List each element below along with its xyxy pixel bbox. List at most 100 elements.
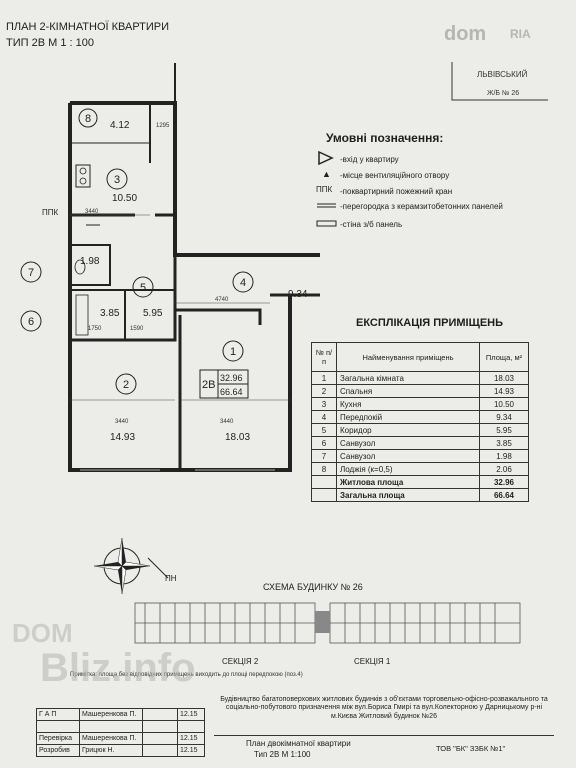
dim-1295: 1295 <box>156 123 170 129</box>
stamp-label: Ж/Б № 26 <box>487 90 520 97</box>
room-number-2: 2 <box>123 379 129 391</box>
stamp-name: Машеренкова П. <box>79 708 143 721</box>
scheme-section-1: СЕКЦІЯ 1 <box>354 657 391 666</box>
plan-title: ПЛАН 2-КІМНАТНОЇ КВАРТИРИ <box>6 21 170 33</box>
row-area: 18.03 <box>479 371 529 385</box>
dim-corridor-1590: 1590 <box>130 326 144 332</box>
explication-header-row: № п/п Найменування приміщень Площа, м² <box>311 342 529 372</box>
row-no: 8 <box>311 462 337 476</box>
vent-icon: ▲ <box>322 169 331 179</box>
row-name: Лоджія (к=0,5) <box>336 462 480 476</box>
domria-dom-text: dom <box>444 23 487 45</box>
legend-title: Умовні позначення: <box>326 131 444 145</box>
scheme-section-2: СЕКЦІЯ 2 <box>222 657 259 666</box>
row-area: 5.95 <box>479 423 529 437</box>
domria-ria-text: RIA <box>510 27 531 41</box>
room-number-7: 7 <box>28 267 34 279</box>
room-number-5: 5 <box>140 282 146 294</box>
area-room-8: 4.12 <box>110 120 130 131</box>
scheme-title: СХЕМА БУДИНКУ № 26 <box>263 582 363 592</box>
compass-north-label: ПН <box>165 574 177 583</box>
area-room-1: 18.03 <box>225 432 250 443</box>
stamp-role: Перевірка <box>36 732 80 745</box>
legend-item-concrete-wall: -стіна з/б панель <box>340 220 403 229</box>
stamp-name: Машеренкова П. <box>79 732 143 745</box>
total-area-label: Загальна площа <box>336 488 480 502</box>
room-number-1: 1 <box>230 346 236 358</box>
row-no: 1 <box>311 371 337 385</box>
legend-item-vent: -місце вентиляційного отвору <box>340 171 450 180</box>
explication-table: № п/п Найменування приміщень Площа, м² 1… <box>311 342 529 502</box>
row-area: 3.85 <box>479 436 529 450</box>
col-area-header: Площа, м² <box>479 342 529 372</box>
area-room-6: 3.85 <box>100 308 120 319</box>
plan-subtitle: ТИП 2В М 1 : 100 <box>6 37 94 49</box>
row-area: 14.93 <box>479 384 529 398</box>
dim-living-width: 3440 <box>220 419 234 425</box>
stamp-name: Грицюк Н. <box>79 744 143 757</box>
room-number-3: 3 <box>114 174 120 186</box>
legend-item-partition: -перегородка з керамзитобетонних панелей <box>340 202 503 211</box>
dim-kitchen-width: 3440 <box>85 209 99 215</box>
row-area: 2.06 <box>479 462 529 476</box>
sheet-subtitle: Тип 2В М 1:100 <box>254 750 311 759</box>
area-room-7: 1.98 <box>80 256 100 267</box>
apt-total-area: 66.64 <box>220 387 243 397</box>
col-no-header: № п/п <box>311 342 337 372</box>
row-name: Загальна кімната <box>336 371 480 385</box>
dim-hall-4740: 4740 <box>215 297 229 303</box>
area-room-3: 10.50 <box>112 193 137 204</box>
dim-bedroom-width: 3440 <box>115 419 129 425</box>
table-row <box>36 720 205 733</box>
apt-living-area: 32.96 <box>220 373 243 383</box>
row-name: Передпокій <box>336 410 480 424</box>
living-area-value: 32.96 <box>479 475 529 489</box>
row-area: 9.34 <box>479 410 529 424</box>
stamp-date: 12.15 <box>177 744 205 757</box>
row-name: Кухня <box>336 397 480 411</box>
sheet-title: План двокімнатної квартири <box>246 739 351 748</box>
ppk-label: ППК <box>42 208 59 217</box>
living-area-label: Житлова площа <box>336 475 480 489</box>
corner-frame <box>451 62 548 101</box>
row-name: Санвузол <box>336 449 480 463</box>
row-no: 3 <box>311 397 337 411</box>
row-name: Санвузол <box>336 436 480 450</box>
col-name-header: Найменування приміщень <box>336 342 480 372</box>
dim-bath-1750: 1750 <box>88 326 102 332</box>
stamp-role: Розробив <box>36 744 80 757</box>
dombliz-watermark-dom: DOM <box>12 618 73 648</box>
stamp-role: Г А П <box>36 708 80 721</box>
concrete-wall-icon <box>316 220 337 227</box>
legend-item-entrance: -вхід у квартиру <box>340 155 399 164</box>
area-room-2: 14.93 <box>110 432 135 443</box>
row-name: Спальня <box>336 384 480 398</box>
entrance-icon <box>318 150 334 166</box>
row-no: 7 <box>311 449 337 463</box>
room-number-4: 4 <box>240 277 246 289</box>
floor-plan: 8 3 4 5 7 6 1 2 4.12 10.50 9.34 5.95 1.9… <box>20 63 320 472</box>
project-description: Будівництво багатоповерхових житлових бу… <box>220 696 548 720</box>
row-no: 2 <box>311 384 337 398</box>
domria-logo: dom RIA <box>444 12 554 52</box>
stamp-date: 12.15 <box>177 732 205 745</box>
row-no: 5 <box>311 423 337 437</box>
building-scheme <box>134 602 521 644</box>
stamp-caption: ЛЬВІВСЬКИЙ <box>477 70 528 79</box>
scheme-note: Примітка: площа без відповідних приміщен… <box>70 672 303 678</box>
stamp-date: 12.15 <box>177 708 205 721</box>
